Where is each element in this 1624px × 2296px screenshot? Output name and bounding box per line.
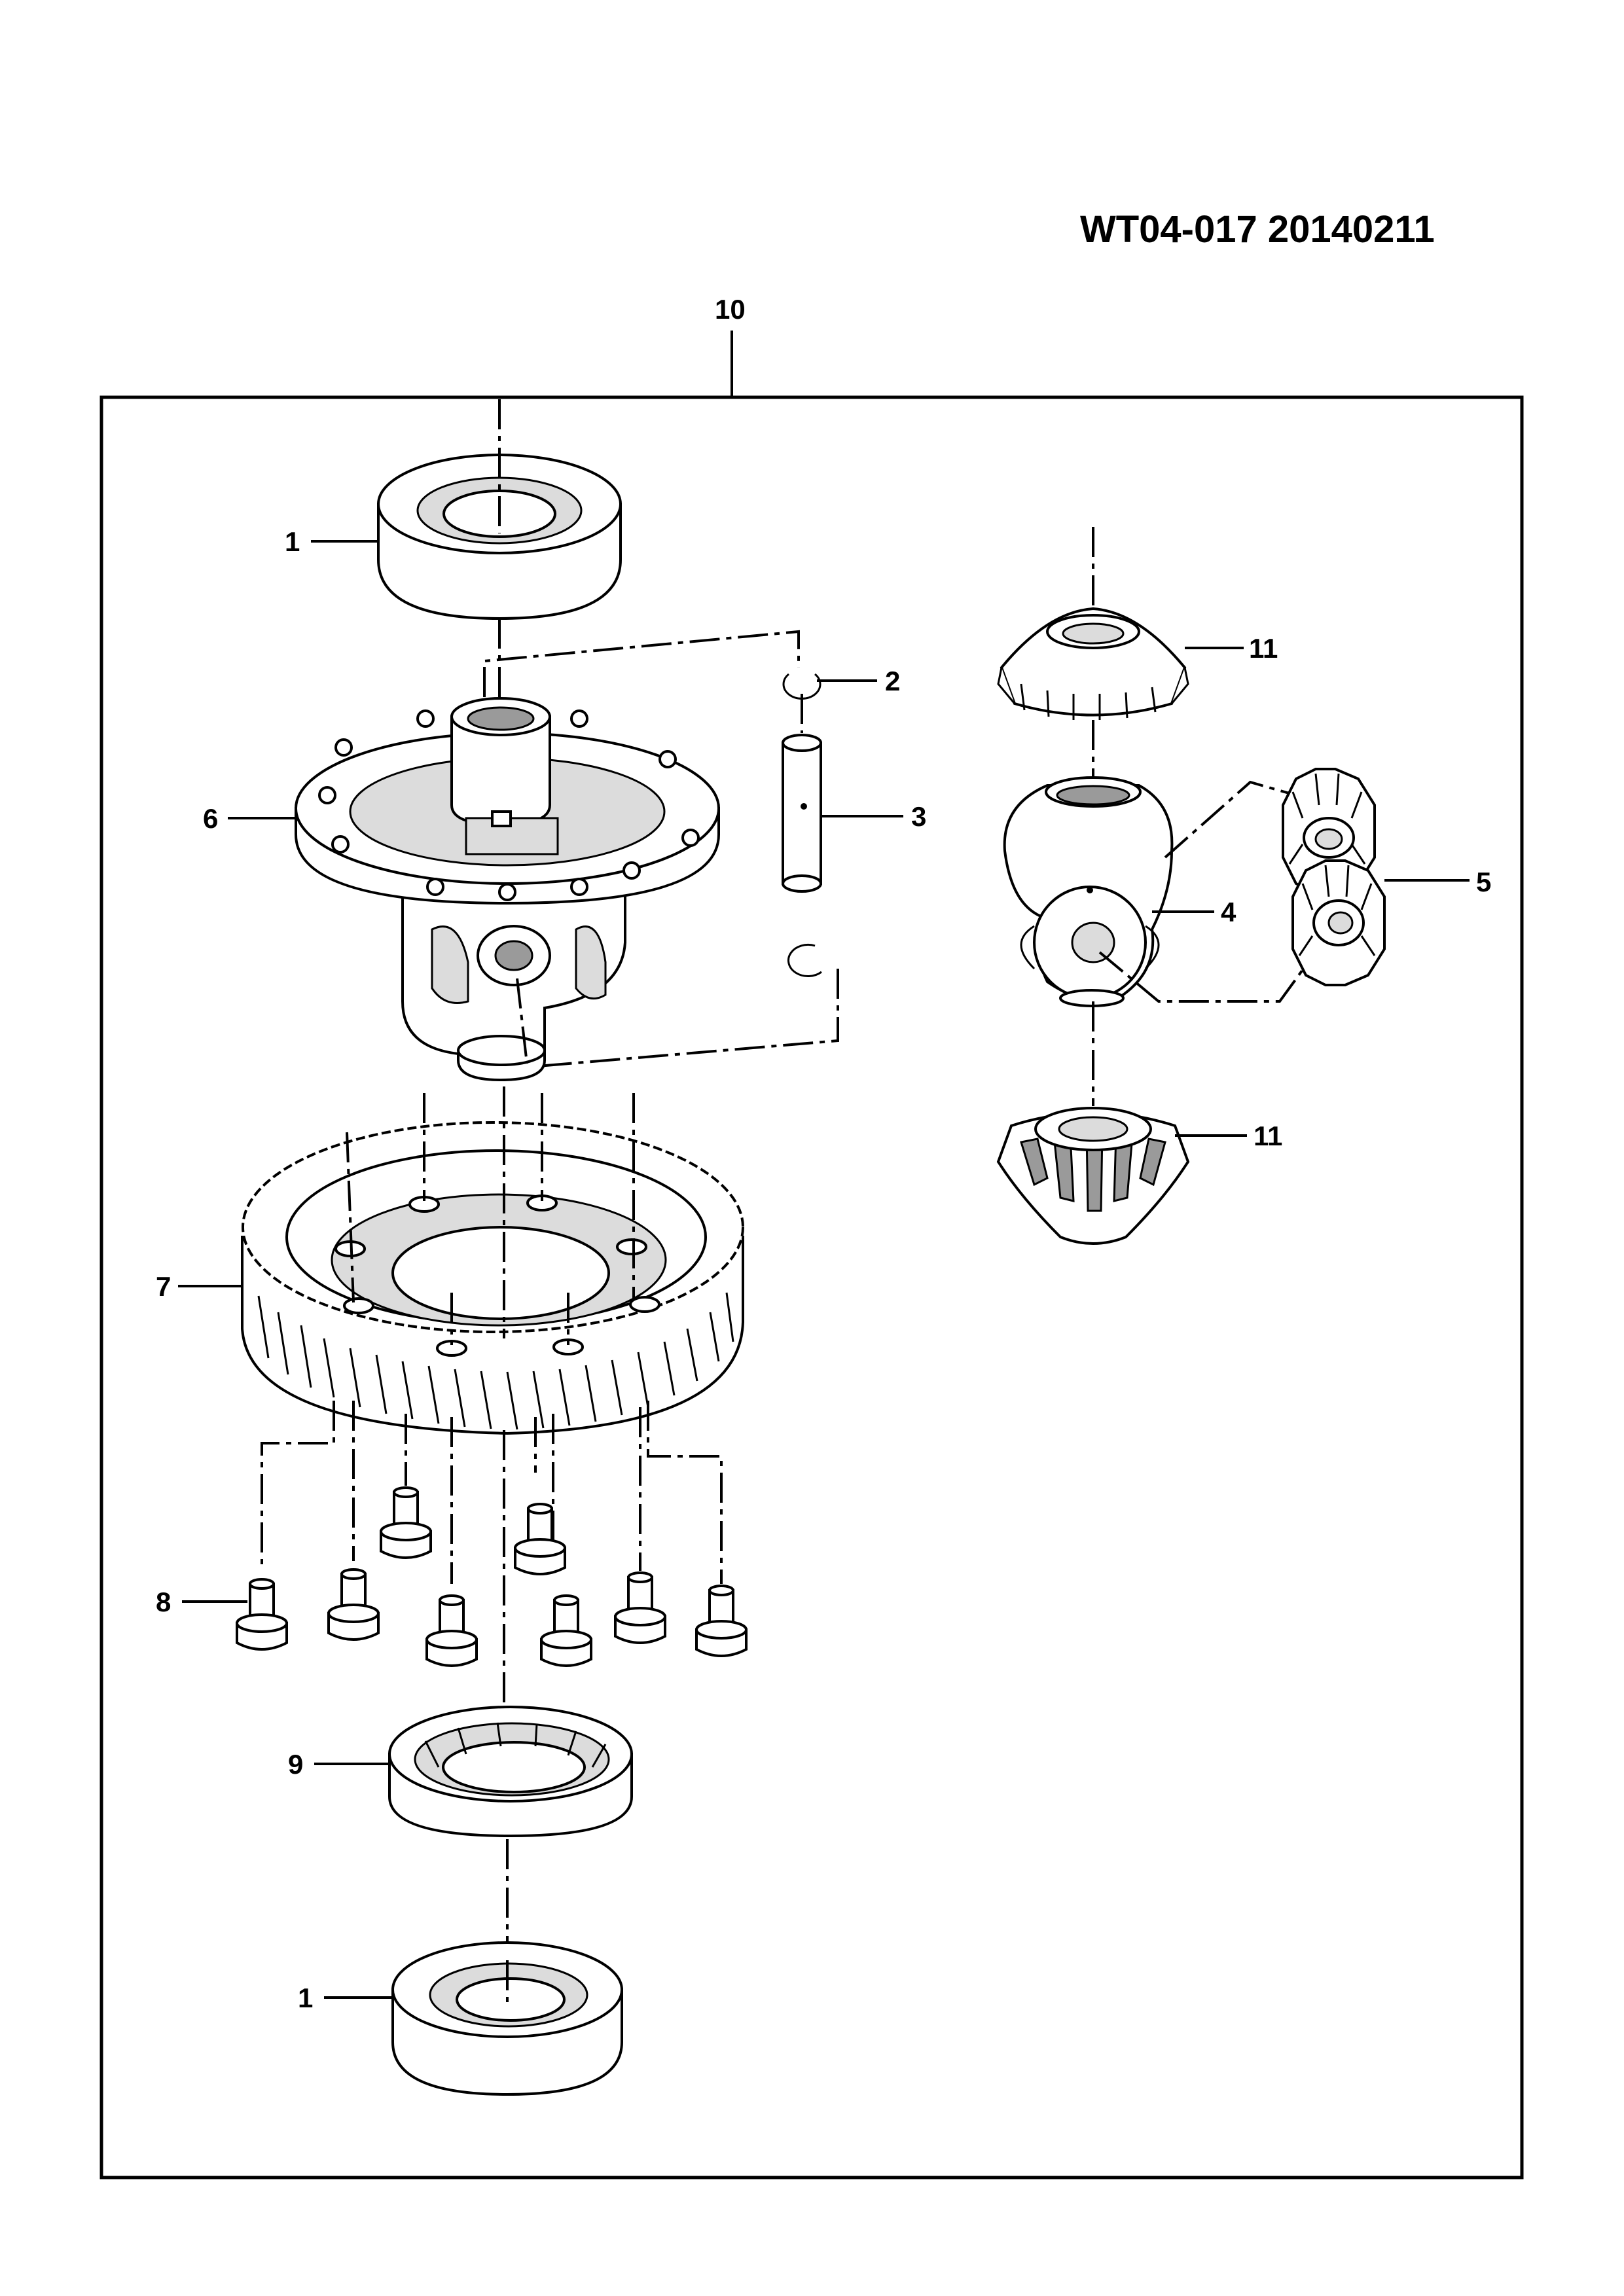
flange-bolts xyxy=(236,1486,748,1667)
pinion-gears xyxy=(1282,768,1386,986)
route-shaft-bottom xyxy=(530,969,839,1068)
callout-6: 6 xyxy=(203,803,218,834)
bearing-bottom xyxy=(391,1941,623,2096)
route-pinion-top xyxy=(1164,780,1297,859)
callout-1-bottom: 1 xyxy=(298,1982,313,2013)
side-gear-top xyxy=(997,607,1189,720)
drawing-id: WT04-017 20140211 xyxy=(1080,208,1435,251)
speedo-drive-gear xyxy=(388,1706,633,1838)
callout-11-bottom: 11 xyxy=(1254,1121,1282,1151)
thrust-washer xyxy=(1003,776,1174,1007)
callout-4: 4 xyxy=(1221,897,1236,927)
callout-2: 2 xyxy=(885,666,900,696)
callout-7: 7 xyxy=(156,1271,171,1302)
callout-11-top: 11 xyxy=(1249,633,1278,664)
callout-3: 3 xyxy=(911,801,926,832)
assembly-frame xyxy=(99,395,1524,2179)
bearing-top xyxy=(377,454,622,620)
ring-gear xyxy=(241,1121,744,1435)
bolt-axes xyxy=(261,1086,723,1734)
callout-8: 8 xyxy=(156,1587,171,1617)
axis-case-lower xyxy=(516,978,528,1064)
callout-9: 9 xyxy=(288,1749,303,1780)
pinion-shaft xyxy=(782,734,822,893)
snap-ring-bottom xyxy=(787,944,822,977)
callout-10: 10 xyxy=(715,294,746,325)
route-shaft-top xyxy=(483,630,800,697)
callout-1-top: 1 xyxy=(285,526,300,557)
side-gear-bottom xyxy=(996,1107,1190,1245)
differential-case xyxy=(295,697,720,1082)
callout-5: 5 xyxy=(1476,867,1491,897)
